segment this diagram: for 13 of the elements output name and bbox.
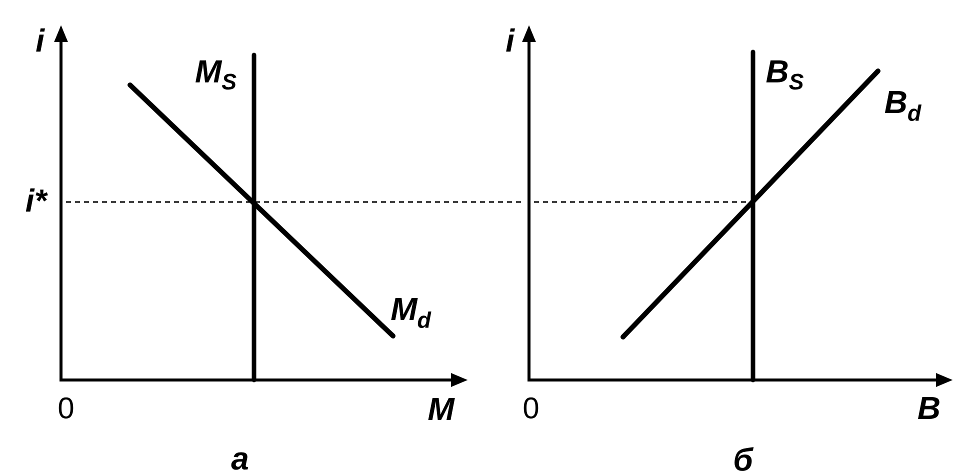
- panel-label: а: [231, 452, 248, 470]
- axis-label: i: [36, 28, 45, 52]
- origin-label: 0: [58, 397, 74, 419]
- axis-label: i*: [26, 188, 48, 212]
- curve-label: B$_{S}$: [766, 60, 804, 90]
- axis-label: M: [428, 398, 455, 420]
- curve-label: B$_{d}$: [884, 91, 922, 121]
- axis-label: B: [918, 397, 940, 419]
- axis-label: i: [506, 28, 515, 52]
- origin-label: 0: [524, 397, 538, 419]
- panel-label: б: [734, 447, 754, 471]
- curve-label: M$_{S}$: [196, 60, 236, 90]
- curve-label: M$_{d}$: [391, 298, 432, 328]
